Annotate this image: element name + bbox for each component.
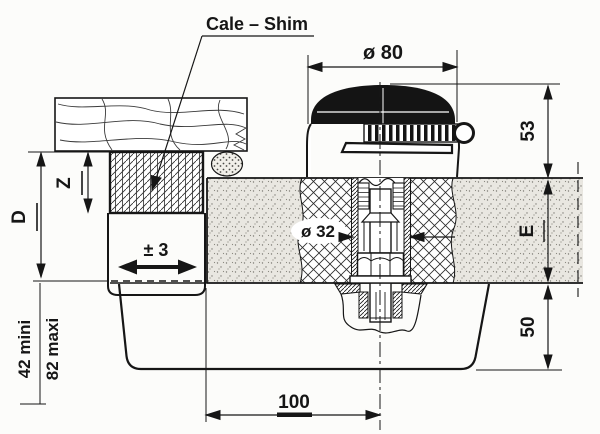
drip-pan bbox=[110, 282, 491, 371]
dim-height-53: 53 bbox=[518, 120, 539, 141]
dim-100: 100 bbox=[278, 392, 310, 413]
cap-body-left bbox=[306, 123, 312, 177]
dim-42-mini: 42 mini bbox=[15, 320, 34, 379]
dimension-lines bbox=[20, 35, 562, 422]
insert-broken-edge bbox=[340, 293, 422, 334]
dim-z: Z bbox=[54, 177, 75, 189]
casting-texture bbox=[55, 98, 247, 151]
adjust-arrow-left bbox=[118, 259, 137, 275]
dim-82-maxi: 82 maxi bbox=[43, 318, 62, 380]
pan-outline bbox=[117, 283, 491, 371]
dim-e: E bbox=[517, 225, 538, 238]
sleeve-wall-right bbox=[403, 177, 411, 284]
annotations: Cale – Shim ø 80 53 Z D ± 3 ø 32 E 50 42… bbox=[9, 14, 539, 413]
cover-cap bbox=[306, 85, 475, 178]
adjust-arrow-right bbox=[178, 259, 197, 275]
label-cale-shim: Cale – Shim bbox=[206, 14, 308, 34]
dim-plus-minus-3: ± 3 bbox=[144, 240, 169, 260]
foot-outline bbox=[107, 213, 206, 296]
cap-tongue bbox=[340, 141, 454, 155]
dim-50: 50 bbox=[518, 316, 539, 337]
dim-diameter-32: ø 32 bbox=[301, 222, 335, 241]
machine-base bbox=[54, 97, 248, 152]
dim-diameter-80: ø 80 bbox=[363, 42, 403, 64]
machine-foot bbox=[107, 213, 206, 296]
cap-pull-tab bbox=[453, 122, 475, 144]
dim-d: D bbox=[9, 210, 30, 224]
sealant-bead bbox=[210, 151, 244, 177]
